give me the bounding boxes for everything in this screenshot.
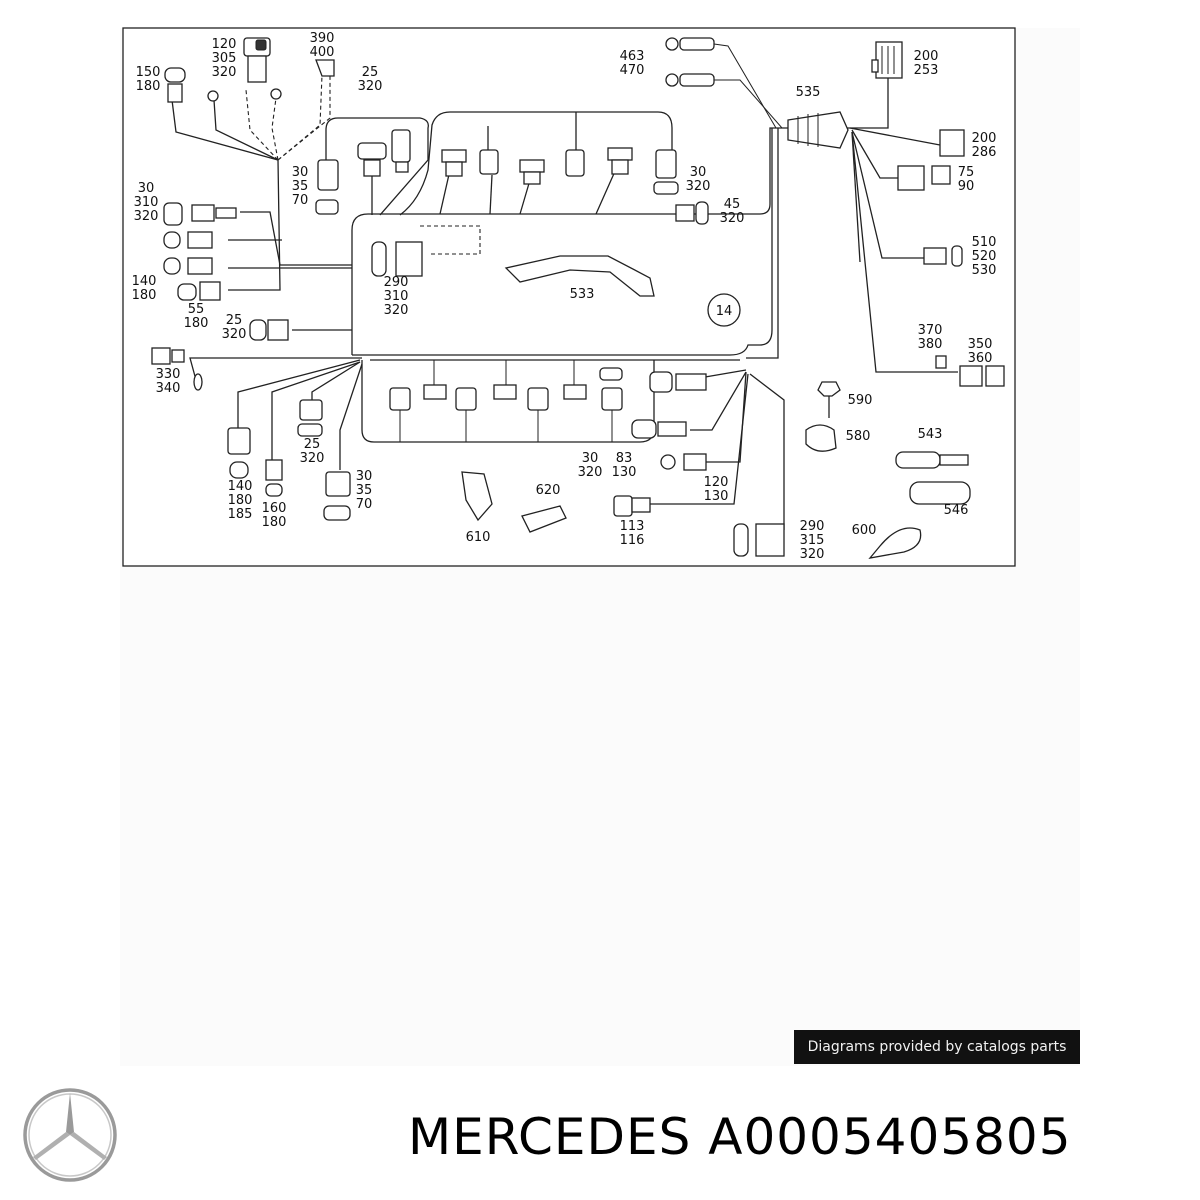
part-label-l30e-1: 35 [356,483,373,498]
part-label-l30c-0: 30 [138,181,155,196]
part-label-l533-0: 533 [570,287,595,302]
product-title: MERCEDES A0005405805 [408,1108,1072,1166]
part-label-l510-0: 510 [972,235,997,250]
part-label-l120b-1: 130 [704,489,729,504]
part-label-l25b-0: 25 [226,313,243,328]
part-label-l160-0: 160 [262,501,287,516]
part-label-l290a-1: 310 [384,289,409,304]
part-label-l83-1: 130 [612,465,637,480]
part-label-l30a-1: 35 [292,179,309,194]
components [151,37,1005,559]
part-label-l30d-1: 320 [578,465,603,480]
part-label-l113-1: 116 [620,533,645,548]
part-label-l30c-2: 320 [134,209,159,224]
part-label-l140b-0: 140 [228,479,253,494]
part-label-l370-0: 370 [918,323,943,338]
part-label-l83-0: 83 [616,451,633,466]
part-label-l120a-2: 320 [212,65,237,80]
part-label-l290b-1: 315 [800,533,825,548]
part-label-l543-0: 543 [918,427,943,442]
part-label-l330-1: 340 [156,381,181,396]
part-label-l350-0: 350 [968,337,993,352]
part-label-l350-1: 360 [968,351,993,366]
part-label-l590-0: 590 [848,393,873,408]
part-label-l290b-0: 290 [800,519,825,534]
part-label-l30d-0: 30 [582,451,599,466]
part-label-l580-0: 580 [846,429,871,444]
part-label-l463-1: 470 [620,63,645,78]
part-labels: 3904001203053201501802532046347053520025… [132,31,997,562]
part-label-l30c-1: 310 [134,195,159,210]
part-label-l25a-0: 25 [362,65,379,80]
mercedes-star-logo [23,1088,117,1182]
part-label-l140b-1: 180 [228,493,253,508]
part-label-l55-0: 55 [188,302,205,317]
part-label-l25c-1: 320 [300,451,325,466]
part-label-l290b-2: 320 [800,547,825,562]
part-label-l390-1: 400 [310,45,335,60]
part-label-l370-1: 380 [918,337,943,352]
part-label-l120a-1: 305 [212,51,237,66]
part-label-l140a-0: 140 [132,274,157,289]
part-label-l510-2: 530 [972,263,997,278]
part-label-l390-0: 390 [310,31,335,46]
part-label-l30e-2: 70 [356,497,373,512]
part-label-l120a-0: 120 [212,37,237,52]
part-label-l200a-0: 200 [914,49,939,64]
part-label-l290a-0: 290 [384,275,409,290]
brand-name: MERCEDES [408,1108,692,1166]
part-label-l160-1: 180 [262,515,287,530]
part-label-l546-0: 546 [944,503,969,518]
part-label-l25a-1: 320 [358,79,383,94]
part-number: A0005405805 [708,1108,1072,1166]
part-label-l30a-0: 30 [292,165,309,180]
callout-number: 14 [716,304,733,319]
part-label-l30b-0: 30 [690,165,707,180]
part-label-l75-0: 75 [958,165,975,180]
part-label-l55-1: 180 [184,316,209,331]
part-label-l30b-1: 320 [686,179,711,194]
part-label-l535-0: 535 [796,85,821,100]
part-label-l510-1: 520 [972,249,997,264]
part-label-l140b-2: 185 [228,507,253,522]
part-label-l45-1: 320 [720,211,745,226]
part-label-l620-0: 620 [536,483,561,498]
credit-badge: Diagrams provided by catalogs parts [794,1030,1080,1064]
part-label-l25c-0: 25 [304,437,321,452]
part-label-l75-1: 90 [958,179,975,194]
part-label-l140a-1: 180 [132,288,157,303]
part-label-l30e-0: 30 [356,469,373,484]
part-label-l200b-0: 200 [972,131,997,146]
callout-circle [707,293,741,327]
part-label-l290a-2: 320 [384,303,409,318]
part-label-l200a-1: 253 [914,63,939,78]
part-label-l30a-2: 70 [292,193,309,208]
part-label-l150-1: 180 [136,79,161,94]
part-label-l120b-0: 120 [704,475,729,490]
part-label-l25b-1: 320 [222,327,247,342]
part-label-l610-0: 610 [466,530,491,545]
part-label-l463-0: 463 [620,49,645,64]
part-label-l330-0: 330 [156,367,181,382]
part-label-l45-0: 45 [724,197,741,212]
part-label-l600-0: 600 [852,523,877,538]
part-label-l113-0: 113 [620,519,645,534]
part-label-l200b-1: 286 [972,145,997,160]
part-label-l150-0: 150 [136,65,161,80]
